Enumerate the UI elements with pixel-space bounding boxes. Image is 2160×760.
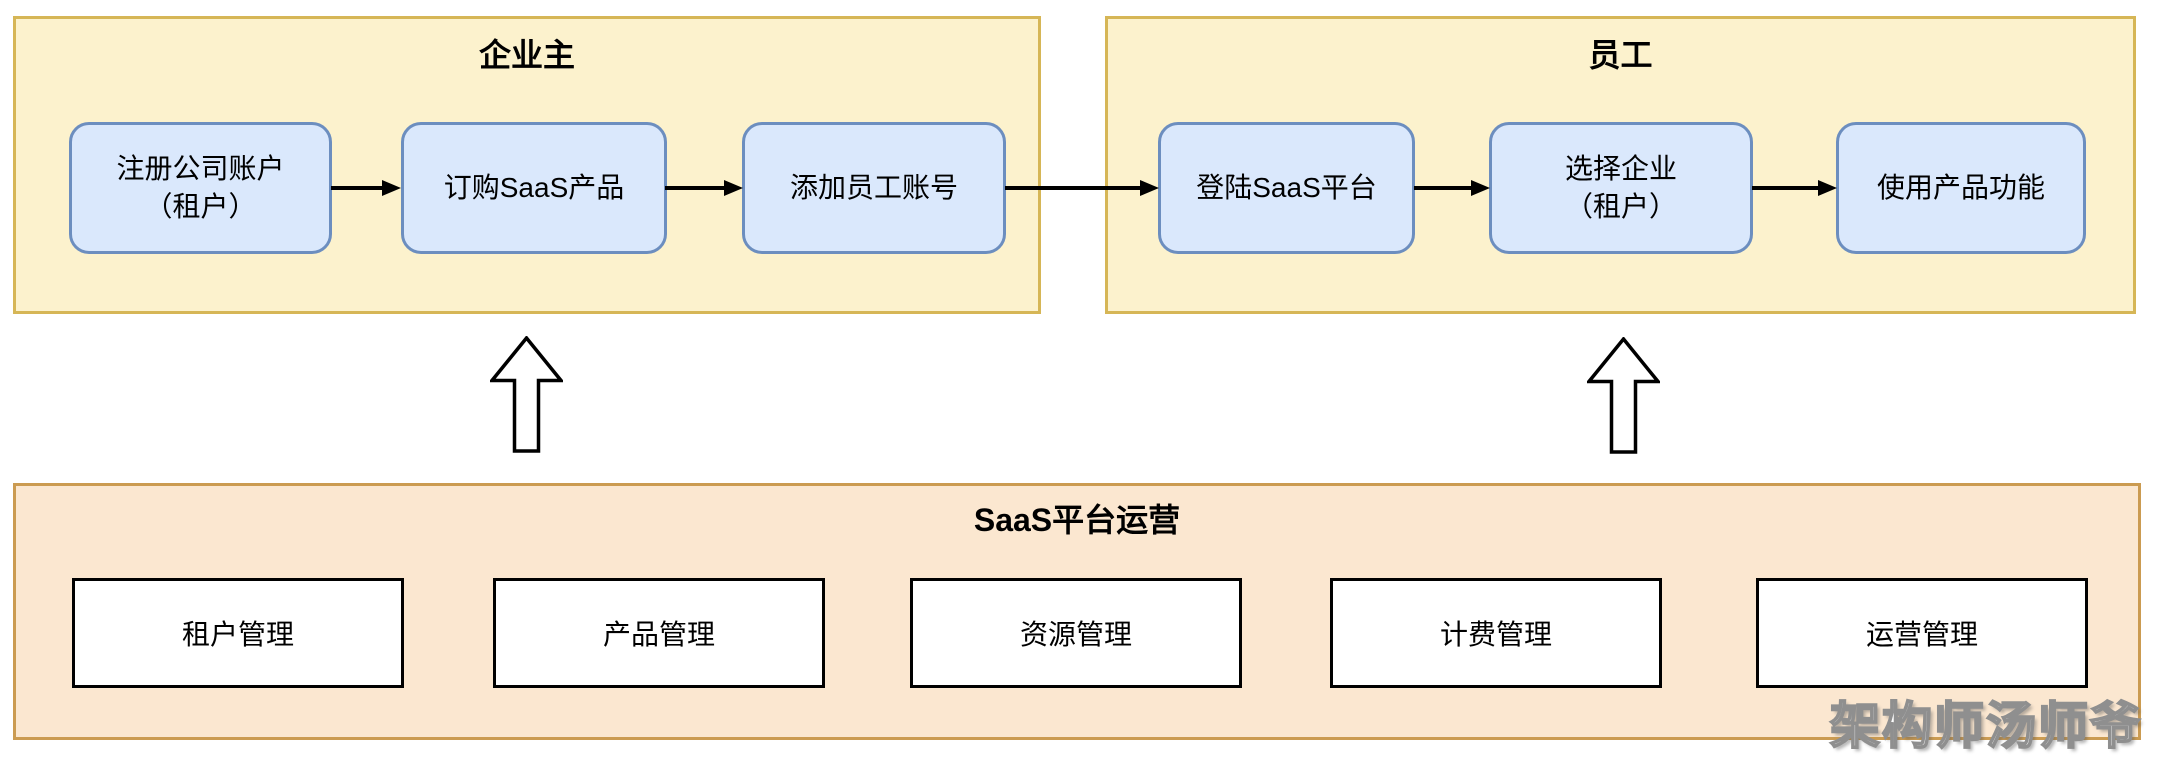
watermark: 架构师汤师爷: [1829, 697, 2142, 755]
arrow-shaft: [665, 186, 724, 190]
arrow-shaft: [1005, 186, 1140, 190]
arrow-head-icon: [1140, 180, 1159, 196]
step-order-saas-product: 订购SaaS产品: [401, 122, 667, 254]
up-arrow-platform-to-employee-icon: [1587, 337, 1660, 454]
flow-arrow-add-employee-to-login: [1005, 178, 1159, 198]
up-arrow-platform-to-owner-icon: [490, 336, 563, 453]
module-billing-management: 计费管理: [1330, 578, 1662, 688]
up-arrow-shape: [1587, 337, 1660, 454]
flow-arrow-login-to-select-enterprise: [1414, 178, 1490, 198]
up-arrow-shape: [490, 336, 563, 453]
step-label: 选择企业 （租户）: [1564, 153, 1677, 222]
group-title-saas-platform-operations: SaaS平台运营: [973, 502, 1181, 538]
module-label: 运营管理: [1865, 619, 1978, 650]
step-label: 使用产品功能: [1876, 172, 2045, 203]
step-use-product-features: 使用产品功能: [1836, 122, 2086, 254]
module-operations-management: 运营管理: [1756, 578, 2088, 688]
arrow-shaft: [1414, 186, 1471, 190]
step-label: 登陆SaaS平台: [1196, 172, 1377, 203]
group-title-employee: 员工: [1588, 37, 1653, 73]
step-label: 添加员工账号: [789, 172, 958, 203]
arrow-shaft: [331, 186, 382, 190]
module-label: 产品管理: [602, 619, 715, 650]
step-register-company-account: 注册公司账户 （租户）: [69, 122, 332, 254]
arrow-shaft: [1752, 186, 1818, 190]
step-select-enterprise: 选择企业 （租户）: [1489, 122, 1753, 254]
module-tenant-management: 租户管理: [72, 578, 404, 688]
step-label: 订购SaaS产品: [443, 172, 625, 203]
step-login-saas-platform: 登陆SaaS平台: [1158, 122, 1415, 254]
module-label: 计费管理: [1439, 619, 1552, 650]
arrow-head-icon: [1471, 180, 1490, 196]
module-label: 资源管理: [1019, 619, 1132, 650]
flow-arrow-register-to-order: [331, 178, 401, 198]
arrow-head-icon: [382, 180, 401, 196]
step-label: 注册公司账户 （租户）: [116, 153, 285, 222]
module-label: 租户管理: [181, 619, 294, 650]
arrow-head-icon: [1818, 180, 1837, 196]
group-title-business-owner: 企业主: [478, 37, 575, 73]
flow-arrow-order-to-add-employee: [665, 178, 743, 198]
module-resource-management: 资源管理: [910, 578, 1242, 688]
flow-arrow-select-enterprise-to-use-features: [1752, 178, 1837, 198]
module-product-management: 产品管理: [493, 578, 825, 688]
step-add-employee-account: 添加员工账号: [742, 122, 1006, 254]
arrow-head-icon: [724, 180, 743, 196]
